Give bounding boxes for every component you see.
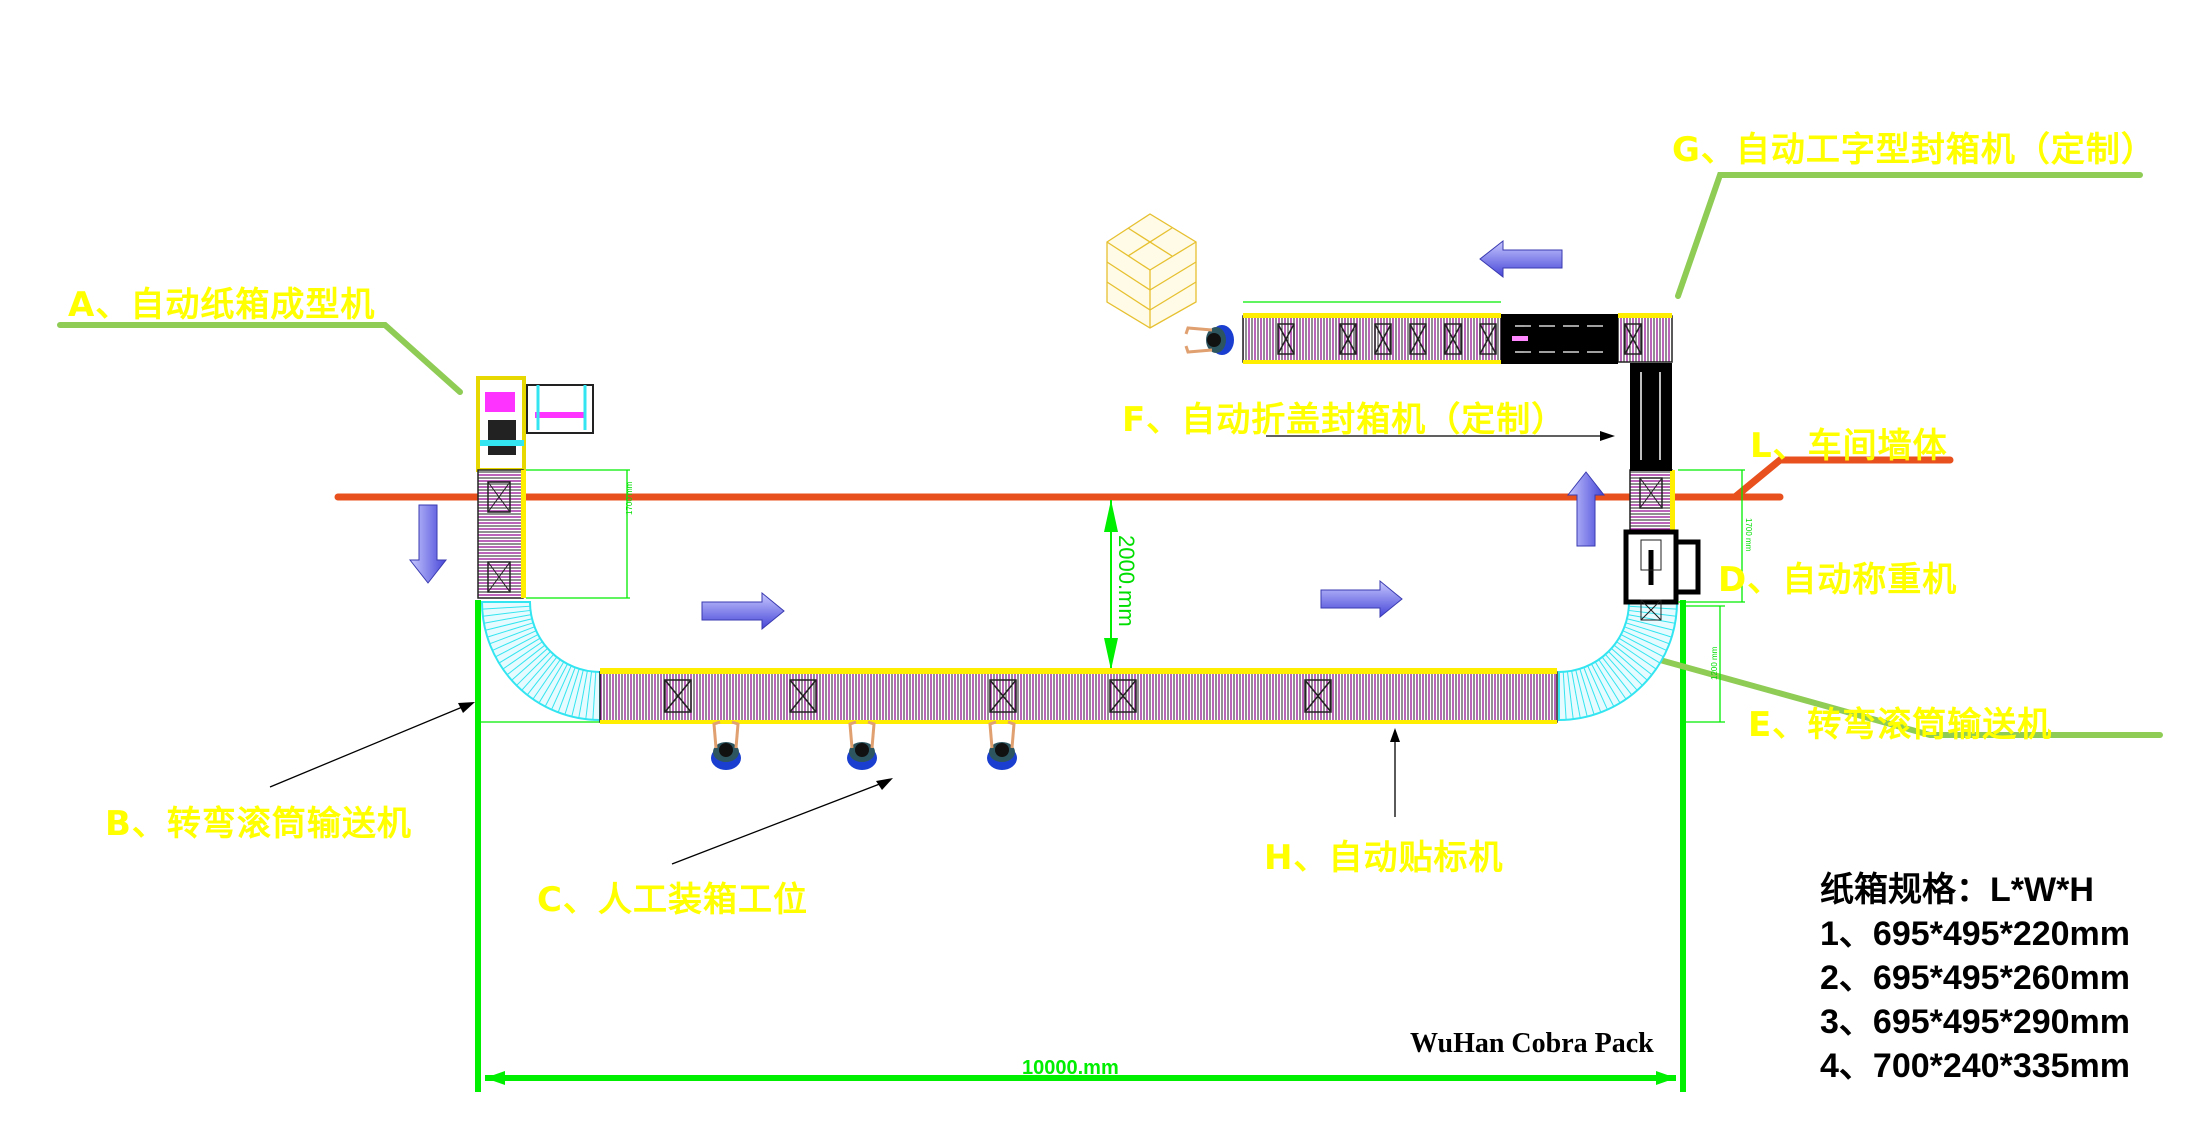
overall-dimension [475, 600, 1686, 1092]
label-f-flap-sealer: F、自动折盖封箱机（定制） [1122, 400, 1567, 440]
carton-box [664, 679, 692, 713]
dimension-right-curve: 1200 mm [1710, 646, 1719, 680]
label-c-manual-packing: C、人工装箱工位 [537, 880, 808, 920]
pallet-of-cartons [1106, 213, 1197, 329]
operator-icon [1184, 325, 1234, 355]
wall-distance-dimension [1104, 500, 1118, 670]
dimension-wall-distance: 2000.mm [1114, 535, 1139, 627]
flow-arrow-down [408, 504, 448, 584]
left-vertical-conveyor [477, 469, 526, 599]
carton-box [1444, 323, 1462, 355]
flow-arrow-right-2 [1320, 579, 1403, 619]
carton-spec-item: 4、700*240*335mm [1820, 1047, 2131, 1085]
carton-spec-item: 3、695*495*290mm [1820, 1003, 2131, 1041]
carton-box [1374, 323, 1392, 355]
i-type-sealer-machine [1501, 314, 1618, 364]
label-g-i-type-sealer: G、自动工字型封箱机（定制） [1672, 130, 2156, 170]
dimension-right-vertical: 1700 mm [1744, 518, 1753, 552]
dimension-overall-width: 10000.mm [1022, 1057, 1119, 1079]
carton-box [1409, 323, 1427, 355]
left-curve-conveyor [478, 601, 601, 723]
dimension-left-vertical: 1700 mm [625, 481, 634, 515]
carton-box [1339, 323, 1357, 355]
label-a-carton-erector: A、自动纸箱成型机 [68, 285, 376, 325]
main-horizontal-conveyor [599, 668, 1558, 724]
carton-spec-block: 纸箱规格：L*W*H 1、695*495*220mm 2、695*495*260… [1820, 868, 2130, 1088]
carton-box [789, 679, 817, 713]
label-d-weigher: D、自动称重机 [1718, 560, 1958, 600]
dim-arrow-right [1656, 1071, 1676, 1085]
right-vertical-conveyor [1629, 469, 1675, 533]
label-l-workshop-wall: L、车间墙体 [1750, 426, 1948, 466]
operators [711, 325, 1234, 770]
pointer-head-b [458, 702, 475, 713]
leader-lines [57, 172, 2163, 738]
brand-text: WuHan Cobra Pack [1410, 1028, 1654, 1059]
pointer-lines [269, 435, 1610, 865]
flow-arrow-up [1566, 471, 1606, 547]
operator-icon [711, 720, 741, 770]
pointer-head-f [1600, 431, 1615, 441]
carton-erector-machine [476, 376, 594, 472]
carton-box [1479, 323, 1497, 355]
pointer-head-c [876, 778, 893, 790]
top-conveyor [1242, 301, 1673, 364]
carton-box [1109, 679, 1137, 713]
label-b-curve-conveyor: B、转弯滚筒输送机 [105, 804, 412, 844]
flow-arrow-left [1479, 239, 1563, 279]
carton-box [1304, 679, 1332, 713]
flap-folding-sealer-machine [1630, 363, 1672, 471]
carton-spec-item: 1、695*495*220mm [1820, 915, 2131, 953]
carton-spec-heading: 纸箱规格：L*W*H [1820, 871, 2094, 909]
label-h-labeler: H、自动贴标机 [1264, 838, 1504, 878]
carton-spec-item: 2、695*495*260mm [1820, 959, 2131, 997]
carton-box [1624, 323, 1642, 355]
pointer-head-h [1390, 728, 1400, 742]
flow-arrow-right-1 [701, 591, 785, 631]
operator-icon [847, 720, 877, 770]
carton-box [1277, 323, 1295, 355]
operator-icon [987, 720, 1017, 770]
auto-weigher-machine [1623, 529, 1701, 621]
workshop-wall [334, 456, 1954, 501]
dim-arrow-left [485, 1071, 505, 1085]
label-e-curve-conveyor: E、转弯滚筒输送机 [1748, 705, 2053, 745]
carton-box [989, 679, 1017, 713]
right-curve-conveyor [1558, 601, 1679, 722]
right-curve-dimension [1680, 605, 1725, 723]
left-vertical-dimension [526, 469, 630, 599]
right-vertical-dimension [1678, 469, 1745, 603]
